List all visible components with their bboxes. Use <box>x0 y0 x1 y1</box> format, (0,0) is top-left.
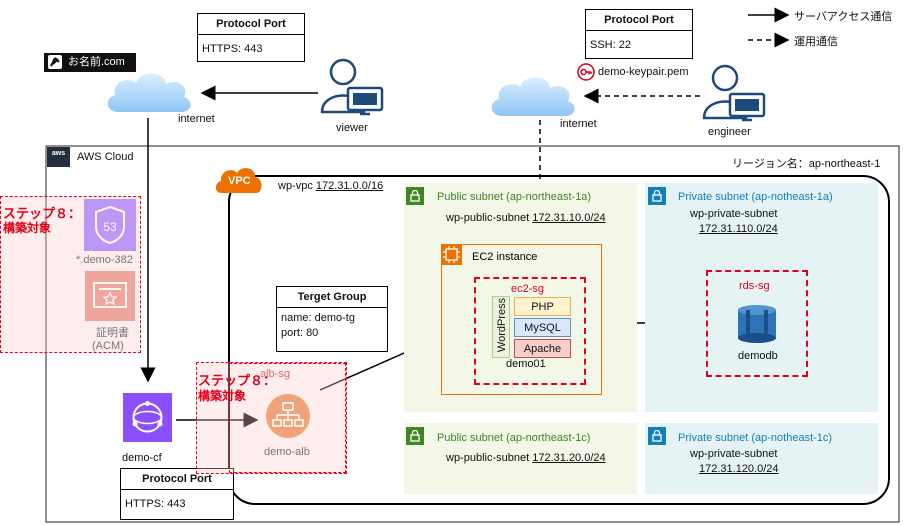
step8-alb-line2: 構築対象 <box>198 389 247 403</box>
cloudfront-icon <box>123 393 172 442</box>
private-subnet-1a <box>645 183 878 412</box>
public-subnet-1c <box>404 423 637 494</box>
subnet-name: wp-public-subnet <box>446 212 530 224</box>
viewer-protocol-title: Protocol Port <box>198 14 304 35</box>
svg-text:53: 53 <box>103 220 117 234</box>
php-layer: PHP <box>514 297 571 316</box>
step8-left-line2: 構築対象 <box>3 221 52 235</box>
viewer-protocol-box: Protocol Port HTTPS: 443 <box>197 13 305 62</box>
alb-sg-label: alb-sg <box>260 368 290 380</box>
aws-cloud-frame <box>45 145 900 523</box>
aws-logo-icon: aws <box>47 147 70 167</box>
alb-security-group <box>229 363 346 473</box>
viewer-label: viewer <box>336 122 368 134</box>
private-subnet-1c-name: wp-private-subnet <box>690 448 778 460</box>
engineer-protocol-box: Protocol Port SSH: 22 <box>585 9 693 59</box>
private-subnet-1c <box>645 423 878 494</box>
ec2-title: EC2 instance <box>472 251 538 263</box>
onamae-label: お名前.com <box>68 56 125 68</box>
private-subnet-1a-name: wp-private-subnet <box>690 208 778 220</box>
public-subnet-1c-name: wp-public-subnet 172.31.20.0/24 <box>446 452 606 464</box>
target-group-title: Terget Group <box>277 287 387 308</box>
public-subnet-1a-name: wp-public-subnet 172.31.10.0/24 <box>446 212 606 224</box>
load-balancer-icon <box>266 394 310 438</box>
private-subnet-1c-title: Private subnet (ap-notheast-1c) <box>678 432 833 444</box>
acm-line2: (ACM) <box>92 340 124 352</box>
cf-protocol-box: Protocol Port HTTPS: 443 <box>120 468 234 520</box>
step8-alb-line1: ステップ８： <box>198 373 277 388</box>
rds-sg-label: rds-sg <box>739 280 770 292</box>
mysql-layer: MySQL <box>514 318 571 337</box>
keypair-label: demo-keypair.pem <box>598 66 689 78</box>
public-subnet-1a-title: Public subnet (ap-northeast-1a) <box>437 191 592 203</box>
ec2-name: demo01 <box>506 358 546 370</box>
target-group-name: name: demo-tg <box>281 312 355 324</box>
cf-protocol-value: HTTPS: 443 <box>125 498 186 510</box>
engineer-protocol-title: Protocol Port <box>586 10 692 31</box>
acm-certificate-icon <box>85 271 135 321</box>
key-icon <box>577 63 595 81</box>
onamae-logo-icon <box>48 55 62 69</box>
internet-left-label: internet <box>178 113 215 125</box>
vpc-badge-label: VPC <box>228 175 251 187</box>
lock-icon <box>648 427 666 445</box>
rds-security-group <box>706 270 808 377</box>
step8-left-line1: ステップ８： <box>3 206 82 221</box>
engineer-label: engineer <box>708 126 751 138</box>
acm-line1: 証明書 <box>96 327 129 339</box>
vpc-name: wp-vpc <box>278 180 313 192</box>
wordpress-layer: WordPress <box>492 296 510 358</box>
viewer-user-icon <box>320 56 386 116</box>
ec2-chip-icon <box>441 244 462 265</box>
cf-protocol-title: Protocol Port <box>121 469 233 490</box>
apache-layer: Apache <box>514 339 571 358</box>
public-subnet-1c-title: Public subnet (ap-northeast-1c) <box>437 432 591 444</box>
vpc-cloud-icon: VPC <box>214 165 264 195</box>
engineer-protocol-value: SSH: 22 <box>590 39 631 51</box>
wordpress-label: WordPress <box>496 297 508 353</box>
onamae-badge: お名前.com <box>44 53 136 72</box>
rds-database-icon <box>736 304 778 344</box>
lock-icon <box>406 187 424 205</box>
region-label: リージョン名：ap-northeast-1 <box>732 158 881 170</box>
private-subnet-1a-title: Private subnet (ap-notheast-1a) <box>678 191 833 203</box>
vpc-frame <box>228 175 890 505</box>
viewer-protocol-value: HTTPS: 443 <box>202 43 263 55</box>
internet-cloud-icon <box>486 70 580 122</box>
rds-name: demodb <box>738 350 778 362</box>
subnet-cidr: 172.31.20.0/24 <box>532 452 606 464</box>
route53-label: *.demo-382 <box>76 254 133 266</box>
private-subnet-1c-cidr: 172.31.120.0/24 <box>699 463 779 475</box>
ec2-security-group <box>474 277 586 385</box>
lock-icon <box>648 187 666 205</box>
aws-cloud-label: AWS Cloud <box>77 151 134 163</box>
target-group-box: Terget Group name: demo-tg port: 80 <box>276 286 388 352</box>
ec2-sg-label: ec2-sg <box>511 283 545 295</box>
engineer-user-icon <box>702 62 768 122</box>
lock-icon <box>406 427 424 445</box>
legend-dashed-label: 運用通信 <box>794 36 838 48</box>
internet-right-label: internet <box>560 118 597 130</box>
alb-name: demo-alb <box>264 446 310 458</box>
vpc-label: wp-vpc 172.31.0.0/16 <box>278 180 383 192</box>
subnet-cidr: 172.31.10.0/24 <box>532 212 606 224</box>
private-subnet-1a-cidr: 172.31.110.0/24 <box>699 223 778 235</box>
target-group-port: port: 80 <box>281 327 319 339</box>
subnet-name: wp-public-subnet <box>446 452 530 464</box>
legend-solid-label: サーバアクセス通信 <box>794 11 893 23</box>
internet-cloud-icon <box>102 66 196 118</box>
vpc-cidr: 172.31.0.0/16 <box>315 180 384 192</box>
cloudfront-label: demo-cf <box>122 452 162 464</box>
route53-icon: 53 <box>84 199 136 251</box>
